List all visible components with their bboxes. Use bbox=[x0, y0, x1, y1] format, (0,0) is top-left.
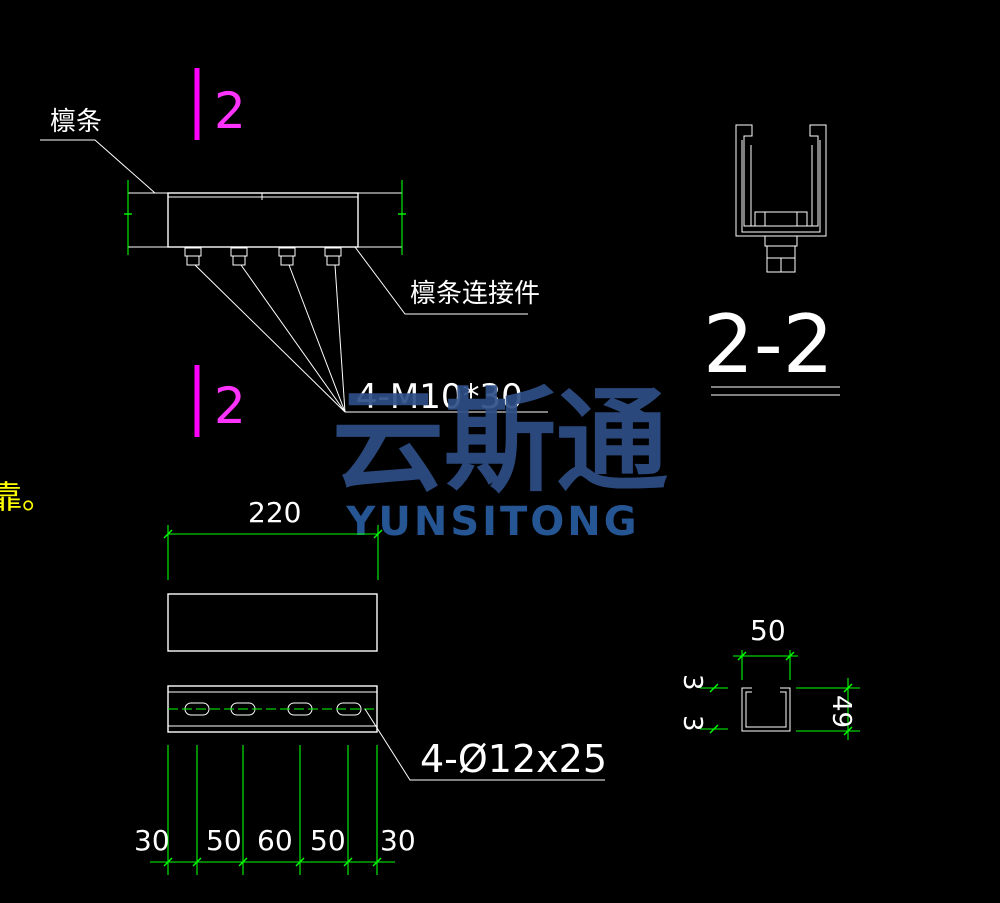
spacing-dim-4: 50 bbox=[310, 824, 346, 857]
purlin-label: 檩条 bbox=[50, 107, 102, 137]
spacing-dim-1: 30 bbox=[134, 824, 170, 857]
connector-label: 檩条连接件 bbox=[410, 279, 540, 309]
thickness-bottom-text: 3 bbox=[677, 715, 707, 732]
hole-leader bbox=[364, 708, 605, 781]
connector-leader bbox=[354, 246, 528, 315]
left-note: 靠。 bbox=[0, 478, 54, 516]
bolt bbox=[278, 247, 296, 266]
plate-top-view bbox=[167, 593, 378, 652]
inner-channel bbox=[750, 145, 813, 226]
purlin-leader bbox=[40, 139, 156, 194]
section-bolt-nut bbox=[766, 245, 796, 259]
channel-height-text: 49 bbox=[826, 695, 856, 728]
section-number-top: 2 bbox=[214, 82, 246, 140]
section-number-bottom: 2 bbox=[214, 377, 246, 435]
channel-width-text: 50 bbox=[750, 614, 786, 647]
spacing-extension-lines bbox=[167, 745, 378, 875]
watermark-chinese: 云斯通 bbox=[332, 377, 668, 507]
hole-label: 4-Ø12x25 bbox=[420, 737, 607, 781]
channel-profile bbox=[741, 687, 791, 732]
connector-plate bbox=[167, 192, 359, 248]
outer-channel-inner bbox=[741, 140, 821, 233]
watermark-latin: YUNSITONG bbox=[345, 499, 639, 545]
bolt-label: 4-M10*30 bbox=[356, 377, 523, 417]
length-dim-text: 220 bbox=[248, 496, 301, 529]
outer-channel bbox=[735, 124, 827, 237]
spacing-dim-2: 50 bbox=[206, 824, 242, 857]
channel-profile-inner bbox=[745, 691, 787, 728]
watermark: 云斯通 YUNSITONG bbox=[332, 377, 668, 545]
clamp-plate bbox=[754, 211, 808, 227]
section-title: 2-2 bbox=[703, 298, 834, 391]
bolt bbox=[324, 247, 342, 266]
channel-detail: 50 49 3 3 bbox=[677, 614, 860, 740]
spacing-dim-5: 30 bbox=[380, 824, 416, 857]
section-bolt-washer bbox=[764, 235, 798, 247]
plate-plan: 220 4-Ø12x25 bbox=[134, 496, 607, 875]
bolt bbox=[184, 247, 202, 266]
spacing-dim-3: 60 bbox=[257, 824, 293, 857]
bolt-row bbox=[184, 247, 342, 266]
elevation-view: 2 2 檩条 bbox=[40, 68, 548, 437]
section-2-2: 2-2 bbox=[703, 124, 840, 396]
thickness-top-text: 3 bbox=[677, 674, 707, 691]
spacing-ticks bbox=[163, 857, 382, 867]
bolt bbox=[230, 247, 248, 266]
bolt-leaders bbox=[194, 264, 548, 413]
